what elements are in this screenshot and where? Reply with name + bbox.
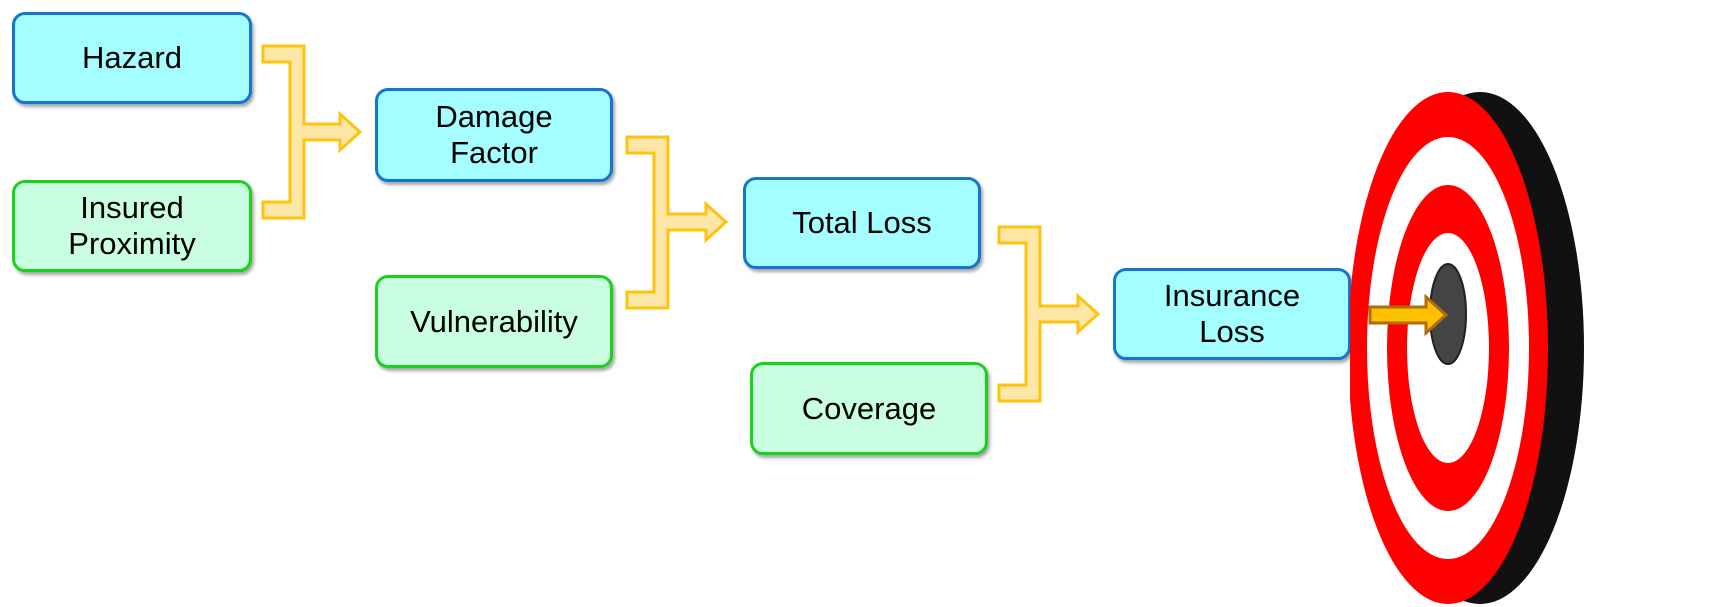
damage-factor-label: Damage Factor: [435, 99, 553, 170]
hazard-label: Hazard: [82, 40, 182, 75]
coverage-node: Coverage: [750, 362, 988, 455]
coverage-label: Coverage: [801, 390, 937, 426]
dart-arrow-icon: [1368, 293, 1449, 337]
merge-connector-icon: [625, 135, 729, 310]
total-loss-node: Total Loss: [743, 177, 981, 269]
insured-proximity-node: Insured Proximity: [12, 180, 252, 272]
total-loss-label: Total Loss: [792, 205, 932, 240]
merge-connector-icon: [261, 44, 363, 220]
target-icon: [1350, 92, 1584, 604]
damage-factor-node: Damage Factor: [375, 88, 613, 182]
vulnerability-node: Vulnerability: [375, 275, 613, 368]
insured-proximity-label: Insured Proximity: [68, 190, 196, 261]
insurance-loss-label: Insurance Loss: [1163, 278, 1301, 349]
hazard-node: Hazard: [12, 12, 252, 104]
insurance-loss-node: Insurance Loss: [1113, 268, 1351, 360]
vulnerability-label: Vulnerability: [410, 303, 578, 339]
merge-connector-icon: [997, 225, 1101, 403]
